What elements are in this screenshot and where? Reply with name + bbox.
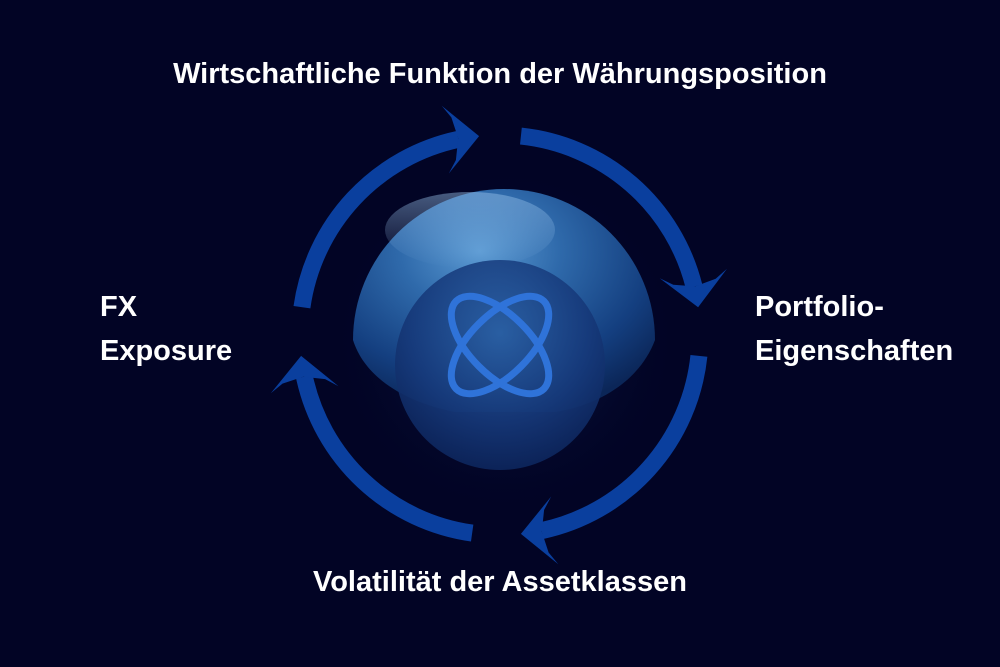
label-economic-function: Wirtschaftliche Funktion der Währungspos…	[173, 58, 827, 90]
label-portfolio-properties: Portfolio- Eigenschaften	[755, 285, 953, 373]
label-asset-class-volatility: Volatilität der Assetklassen	[313, 566, 687, 598]
arrow-right-to-bottom-shaft	[539, 355, 708, 539]
atom-orbit-icon	[447, 292, 553, 398]
label-portfolio-properties-line-1: Portfolio-	[755, 291, 884, 323]
sphere-core	[395, 260, 605, 470]
sphere-highlight	[385, 192, 555, 268]
label-fx-exposure-line-1: FX	[100, 291, 138, 323]
arrow-bottom-to-left-head	[270, 355, 339, 394]
arrow-right-to-bottom-head	[520, 496, 559, 565]
label-portfolio-properties-line-2: Eigenschaften	[755, 335, 954, 367]
arrow-top-to-right-head	[659, 268, 727, 308]
arrow-bottom-to-left-shaft	[296, 374, 474, 542]
arrow-left-to-top-head	[441, 105, 480, 174]
arrow-top-to-right-shaft	[520, 127, 703, 289]
arrow-left-to-top-shaft	[293, 131, 461, 309]
label-fx-exposure: FX Exposure	[100, 285, 232, 373]
label-fx-exposure-line-2: Exposure	[100, 335, 233, 367]
